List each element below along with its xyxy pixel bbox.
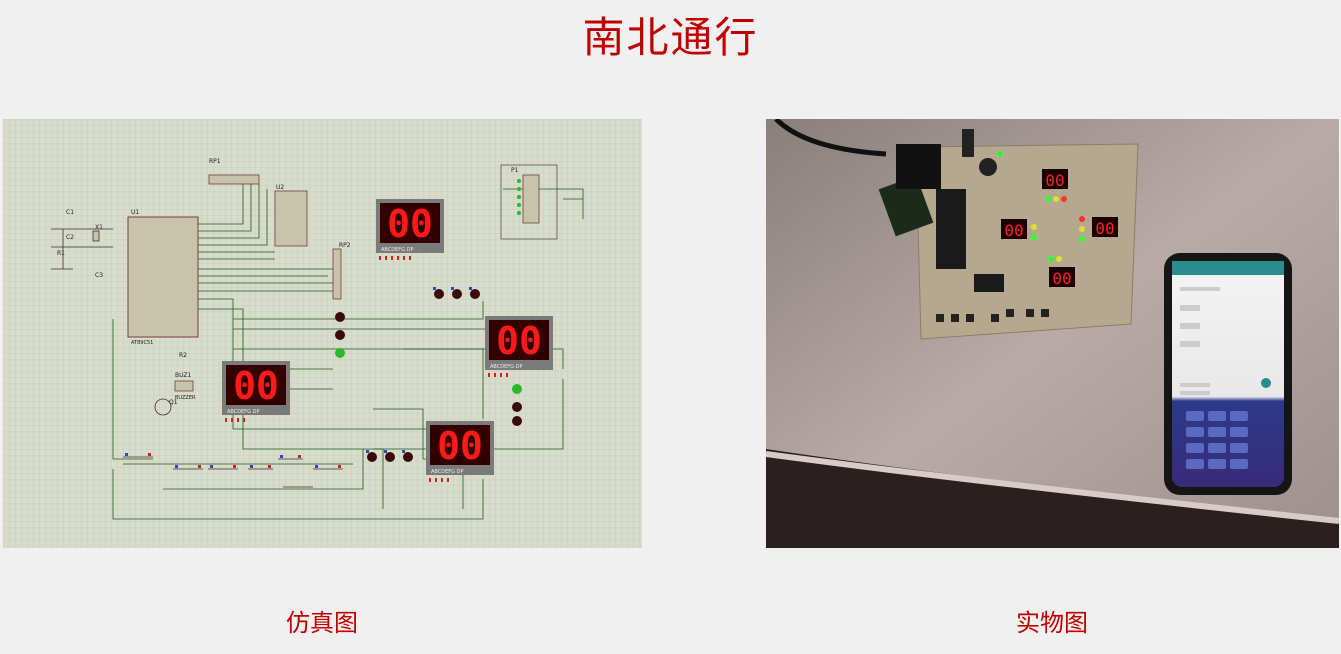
rp2-label: RP2 xyxy=(339,242,351,249)
traffic-leds xyxy=(335,289,522,462)
c2-label: C2 xyxy=(66,234,74,241)
seg-display-4-label: ABCDEFG DP xyxy=(431,469,463,475)
x1-label: X1 xyxy=(95,224,103,231)
pcb-board: 00 00 00 00 xyxy=(878,129,1139,340)
p1-label: P1 xyxy=(511,167,519,174)
buzzer-part-label: BUZZER xyxy=(175,395,196,401)
board-display-4: 00 xyxy=(1052,269,1071,288)
c3-label: C3 xyxy=(95,272,103,279)
seg-display-1-label: ABCDEFG DP xyxy=(381,247,413,253)
rp1-resistor-pack xyxy=(208,174,260,185)
simulation-image: U1 AT89C51 RP1 U2 RP2 P1 C1 C2 X1 C3 R1 … xyxy=(3,119,642,548)
photo-caption: 实物图 xyxy=(1016,609,1088,637)
seg-display-3-label: ABCDEFG DP xyxy=(227,409,259,415)
rp2-resistor-pack xyxy=(332,248,342,300)
board-display-3: 00 xyxy=(1095,219,1114,238)
seg-display-2-digits: 00 xyxy=(496,319,542,363)
seg-display-2: 00 ABCDEFG DP xyxy=(485,316,553,370)
u2-chip xyxy=(274,190,308,247)
r1-label: R1 xyxy=(57,250,65,257)
seg-display-3: 00 ABCDEFG DP xyxy=(222,361,290,415)
p1-connector-box xyxy=(500,164,558,240)
phone xyxy=(1164,253,1292,495)
buzzer xyxy=(174,380,194,392)
mcu-part-label: AT89C51 xyxy=(131,340,153,346)
mcu-chip: U1 AT89C51 xyxy=(127,209,199,346)
board-display-2: 00 xyxy=(1004,221,1023,240)
seg-display-4: 00 ABCDEFG DP xyxy=(426,421,494,475)
board-display-1: 00 xyxy=(1045,171,1064,190)
seg-display-2-label: ABCDEFG DP xyxy=(490,364,522,370)
seg-display-4-digits: 00 xyxy=(437,424,483,468)
seg-display-1: 00 ABCDEFG DP xyxy=(376,199,444,253)
buzzer-label: BUZ1 xyxy=(175,372,192,379)
page-title: 南北通行 xyxy=(582,13,759,62)
real-photo: 00 00 00 00 xyxy=(766,119,1339,548)
mcu-label: U1 xyxy=(131,209,139,216)
r2-label: R2 xyxy=(179,352,187,359)
rp1-label: RP1 xyxy=(209,158,221,165)
simulation-caption: 仿真图 xyxy=(286,609,358,637)
seg-display-1-digits: 00 xyxy=(387,202,433,246)
seg-display-3-digits: 00 xyxy=(233,364,279,408)
q1-transistor xyxy=(154,398,172,416)
u2-label: U2 xyxy=(276,184,284,191)
c1-label: C1 xyxy=(66,209,74,216)
q1-label: Q1 xyxy=(169,399,178,406)
